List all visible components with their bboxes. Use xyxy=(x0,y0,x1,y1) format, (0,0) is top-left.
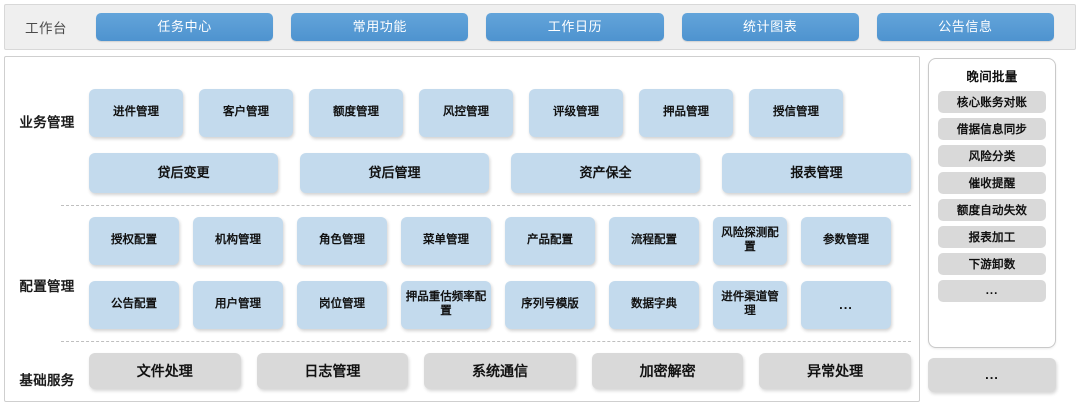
batch-item-report-processing[interactable]: 报表加工 xyxy=(938,226,1046,248)
tile-file-processing[interactable]: 文件处理 xyxy=(89,353,241,389)
tile-customer-management[interactable]: 客户管理 xyxy=(199,89,293,137)
tile-product-config[interactable]: 产品配置 xyxy=(505,217,595,265)
tile-collateral-management[interactable]: 押品管理 xyxy=(639,89,733,137)
batch-item-downstream-unload[interactable]: 下游卸数 xyxy=(938,253,1046,275)
basic-services-row: 文件处理 日志管理 系统通信 加密解密 异常处理 xyxy=(89,353,911,389)
batch-item-risk-classification[interactable]: 风险分类 xyxy=(938,145,1046,167)
tile-data-dictionary[interactable]: 数据字典 xyxy=(609,281,699,329)
tile-post-loan-change[interactable]: 贷后变更 xyxy=(89,153,278,193)
tile-authorization-config[interactable]: 授权配置 xyxy=(89,217,179,265)
batch-item-more[interactable]: ... xyxy=(938,280,1046,302)
business-row-1: 进件管理 客户管理 额度管理 风控管理 评级管理 押品管理 授信管理 xyxy=(89,89,911,137)
tile-process-config[interactable]: 流程配置 xyxy=(609,217,699,265)
tile-menu-management[interactable]: 菜单管理 xyxy=(401,217,491,265)
tile-log-management[interactable]: 日志管理 xyxy=(256,353,409,389)
tile-organization-management[interactable]: 机构管理 xyxy=(193,217,283,265)
nightly-batch-panel: 晚间批量 核心账务对账 借据信息同步 风险分类 催收提醒 额度自动失效 报表加工… xyxy=(928,58,1056,348)
nightly-batch-title: 晚间批量 xyxy=(966,70,1018,84)
tile-credit-granting-management[interactable]: 授信管理 xyxy=(749,89,843,137)
tile-role-management[interactable]: 角色管理 xyxy=(297,217,387,265)
main-modules-panel: 业务管理 进件管理 客户管理 额度管理 风控管理 评级管理 押品管理 授信管理 … xyxy=(4,56,920,402)
top-button-announcement[interactable]: 公告信息 xyxy=(876,13,1055,41)
top-button-statistics-chart[interactable]: 统计图表 xyxy=(681,13,859,41)
section-label-basic-services: 基础服务 xyxy=(19,373,75,388)
tile-announcement-config[interactable]: 公告配置 xyxy=(89,281,179,329)
tile-serial-number-template[interactable]: 序列号模版 xyxy=(505,281,595,329)
tile-system-communication[interactable]: 系统通信 xyxy=(424,353,576,389)
batch-item-loan-info-sync[interactable]: 借据信息同步 xyxy=(938,118,1046,140)
top-button-task-center[interactable]: 任务中心 xyxy=(96,13,274,41)
tile-risk-detection-config[interactable]: 风险探测配置 xyxy=(713,217,787,265)
tile-incoming-channel-management[interactable]: 进件渠道管理 xyxy=(713,281,787,329)
tile-report-management[interactable]: 报表管理 xyxy=(722,153,911,193)
config-row-1: 授权配置 机构管理 角色管理 菜单管理 产品配置 流程配置 风险探测配置 参数管… xyxy=(89,217,911,265)
top-button-work-calendar[interactable]: 工作日历 xyxy=(486,13,664,41)
tile-collateral-revaluation-frequency-config[interactable]: 押品重估频率配置 xyxy=(401,281,491,329)
section-label-business: 业务管理 xyxy=(19,115,75,130)
divider-config-basic xyxy=(61,341,911,342)
basic-services-more-container: ... xyxy=(928,352,1056,402)
tile-parameter-management[interactable]: 参数管理 xyxy=(801,217,891,265)
tile-user-management[interactable]: 用户管理 xyxy=(193,281,283,329)
tile-incoming-management[interactable]: 进件管理 xyxy=(89,89,183,137)
tile-post-loan-management[interactable]: 贷后管理 xyxy=(300,153,489,193)
top-button-common-functions[interactable]: 常用功能 xyxy=(291,13,469,41)
divider-business-config xyxy=(61,205,911,206)
batch-item-collection-reminder[interactable]: 催收提醒 xyxy=(938,172,1046,194)
tile-exception-handling[interactable]: 异常处理 xyxy=(759,353,911,389)
workbench-label: 工作台 xyxy=(25,21,67,36)
business-row-2: 贷后变更 贷后管理 资产保全 报表管理 xyxy=(89,153,911,193)
tile-basic-services-more[interactable]: ... xyxy=(928,358,1056,392)
tile-credit-limit-management[interactable]: 额度管理 xyxy=(309,89,403,137)
tile-config-more[interactable]: ... xyxy=(801,281,891,329)
tile-risk-control-management[interactable]: 风控管理 xyxy=(419,89,513,137)
section-label-configuration: 配置管理 xyxy=(19,279,75,294)
top-navigation-bar: 工作台 任务中心 常用功能 工作日历 统计图表 公告信息 xyxy=(4,4,1076,50)
batch-item-core-account-reconciliation[interactable]: 核心账务对账 xyxy=(938,91,1046,113)
batch-item-auto-limit-expiry[interactable]: 额度自动失效 xyxy=(938,199,1046,221)
tile-asset-preservation[interactable]: 资产保全 xyxy=(511,153,700,193)
tile-position-management[interactable]: 岗位管理 xyxy=(297,281,387,329)
tile-rating-management[interactable]: 评级管理 xyxy=(529,89,623,137)
top-button-group: 任务中心 常用功能 工作日历 统计图表 公告信息 xyxy=(87,13,1075,41)
tile-encryption-decryption[interactable]: 加密解密 xyxy=(591,353,744,389)
config-row-2: 公告配置 用户管理 岗位管理 押品重估频率配置 序列号模版 数据字典 进件渠道管… xyxy=(89,281,911,329)
